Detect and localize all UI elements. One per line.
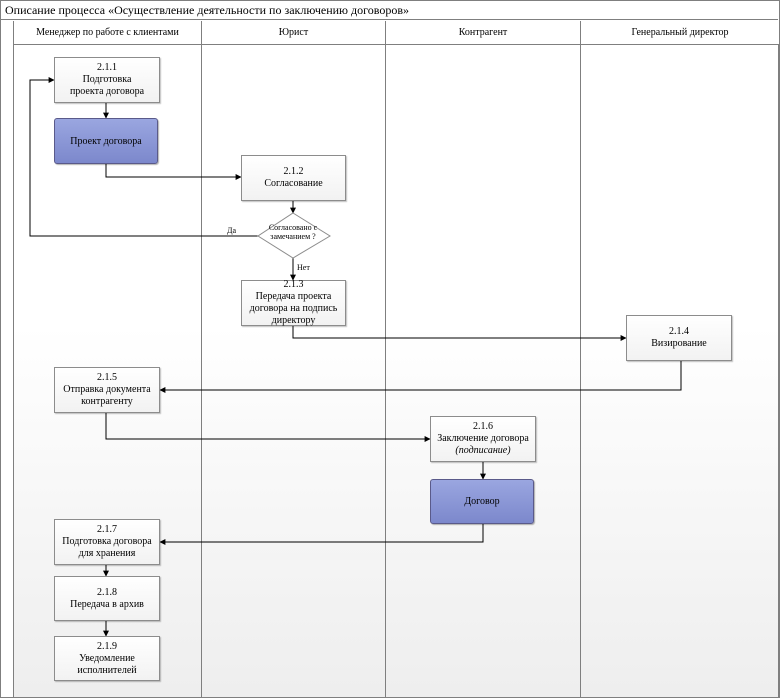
step-number: 2.1.2	[283, 166, 304, 177]
step-2-1-6: 2.1.6 Заключение договора (подписание)	[430, 416, 536, 462]
step-2-1-4: 2.1.4 Визирование	[626, 315, 732, 361]
step-2-1-3: 2.1.3 Передача проекта договора на подпи…	[241, 279, 346, 326]
step-text: Подготовка договора для хранения	[62, 536, 152, 559]
decision-no-label: Нет	[297, 263, 310, 272]
step-2-1-1: 2.1.1 Подготовка проекта договора	[54, 57, 160, 103]
step-number: 2.1.3	[283, 279, 304, 290]
step-text: Уведомление исполнителей	[77, 652, 137, 676]
step-text: Визирование	[651, 338, 707, 349]
step-2-1-8: 2.1.8 Передача в архив	[54, 576, 160, 621]
step-text: Передача проекта договора на подпись дир…	[249, 291, 338, 326]
step-number: 2.1.8	[97, 586, 117, 598]
arrow-213-to-214	[292, 326, 627, 341]
step-text: Согласование	[264, 178, 323, 189]
step-2-1-2: 2.1.2 Согласование	[241, 155, 346, 201]
decision-diamond	[257, 212, 331, 259]
step-number: 2.1.7	[97, 524, 117, 535]
decision-yes-label: Да	[227, 226, 237, 235]
lane-lawyer	[201, 21, 385, 697]
step-text: Заключение договора	[437, 433, 529, 444]
step-note: (подписание)	[455, 445, 511, 456]
arrow-draft-to-212	[105, 164, 242, 180]
step-number: 2.1.4	[669, 326, 689, 337]
document-draft-contract: Проект договора	[54, 118, 158, 164]
document-contract: Договор	[430, 479, 534, 524]
step-2-1-5: 2.1.5 Отправка документа контрагенту	[54, 367, 160, 413]
lane-header-counterparty: Контрагент	[385, 21, 580, 45]
step-number: 2.1.9	[97, 640, 117, 652]
lane-counterparty	[385, 21, 580, 697]
arrow-215-to-216	[105, 413, 431, 442]
diagram-title: Описание процесса «Осуществление деятель…	[1, 1, 778, 20]
decision-text: Согласовано с замечанием ?	[268, 223, 318, 241]
arrow-contract-to-217	[159, 524, 484, 545]
step-text: Передача в архив	[70, 598, 144, 610]
document-label: Договор	[464, 496, 500, 507]
arrow-214-to-215	[159, 361, 682, 393]
lane-header-director: Генеральный директор	[580, 21, 779, 45]
document-label: Проект договора	[70, 135, 142, 147]
step-2-1-7: 2.1.7 Подготовка договора для хранения	[54, 519, 160, 565]
arrow-yes-to-211	[29, 77, 258, 237]
lane-header-manager: Менеджер по работе с клиентами	[13, 21, 201, 45]
step-number: 2.1.1	[97, 62, 117, 73]
step-number: 2.1.5	[97, 372, 117, 383]
step-2-1-9: 2.1.9 Уведомление исполнителей	[54, 636, 160, 681]
step-number: 2.1.6	[473, 421, 493, 432]
lane-header-lawyer: Юрист	[201, 21, 385, 45]
step-text: Отправка документа контрагенту	[63, 384, 151, 407]
step-text: Подготовка проекта договора	[69, 74, 145, 97]
